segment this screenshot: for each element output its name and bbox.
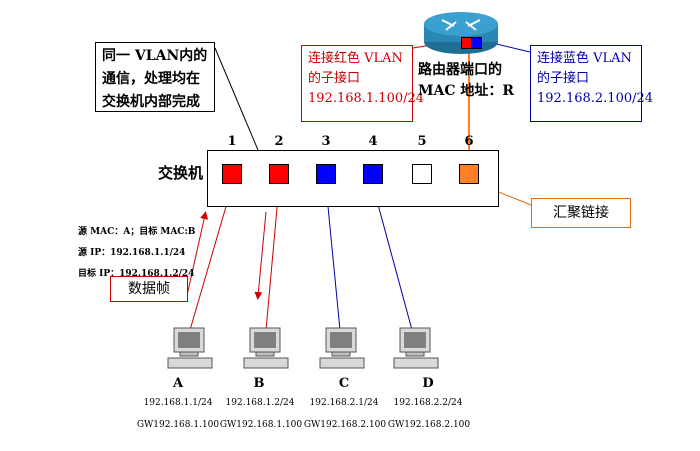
switch-port-3 — [316, 164, 336, 184]
port-number-4: 4 — [368, 134, 378, 149]
pc-name-b: B — [253, 376, 265, 391]
switch-port-6 — [459, 164, 479, 184]
pc-gw-b: GW192.168.1.100 — [219, 420, 303, 430]
link-pc-b — [265, 185, 280, 331]
blue-subinterface-box: 连接蓝色 VLAN 的子接口 192.168.2.100/24 — [530, 45, 654, 122]
frame-src-ip-line: 源 IP：192.168.1.1/24 — [78, 248, 186, 258]
router-blue-port — [471, 37, 482, 49]
computer-icon — [393, 327, 439, 369]
note-pointer-line — [214, 47, 259, 151]
switch-label: 交换机 — [158, 164, 204, 182]
computer-icon — [167, 327, 213, 369]
pc-ip-a: 192.168.1.1/24 — [143, 398, 213, 408]
port-number-2: 2 — [274, 134, 284, 149]
frame-dst-ip-line: 目标 IP：192.168.1.2/24 — [78, 269, 195, 279]
port-number-1: 1 — [227, 134, 237, 149]
pc-name-d: D — [422, 376, 434, 391]
frame-arrow-down — [254, 211, 267, 300]
red-box-line-1: 连接红色 VLAN — [308, 51, 403, 66]
data-frame-label: 数据帧 — [110, 276, 188, 302]
switch-port-1 — [222, 164, 242, 184]
pc-name-c: C — [338, 376, 350, 391]
note-line-2: 通信，处理均在 — [102, 71, 200, 87]
frame-info: 源 MAC：A；目标 MAC:B 源 IP：192.168.1.1/24 目标 … — [78, 222, 195, 285]
red-subinterface-box: 连接红色 VLAN 的子接口 192.168.1.100/24 — [301, 45, 425, 122]
switch-port-4 — [363, 164, 383, 184]
router-label-line-1: 路由器端口的 — [418, 62, 502, 78]
note-line-1: 同一 VLAN内的 — [102, 48, 208, 64]
pc-gw-c: GW192.168.2.100 — [303, 420, 387, 430]
pc-ip-d: 192.168.2.2/24 — [393, 398, 463, 408]
pc-ip-c: 192.168.2.1/24 — [309, 398, 379, 408]
pc-ip-b: 192.168.1.2/24 — [225, 398, 295, 408]
port-number-3: 3 — [321, 134, 331, 149]
switch-port-2 — [269, 164, 289, 184]
blue-box-line-3: 192.168.2.100/24 — [537, 91, 654, 106]
vlan-note-box: 同一 VLAN内的 通信，处理均在 交换机内部完成 — [95, 42, 215, 112]
frame-mac-line: 源 MAC：A；目标 MAC:B — [78, 227, 196, 237]
computer-icon — [243, 327, 289, 369]
link-pc-d — [372, 185, 413, 331]
note-line-3: 交换机内部完成 — [102, 94, 200, 110]
pc-gw-a: GW192.168.1.100 — [136, 420, 220, 430]
link-pc-c — [325, 185, 341, 331]
trunk-link-label: 汇聚链接 — [531, 198, 631, 228]
router-label-line-2: MAC 地址：R — [418, 83, 515, 99]
port-number-6: 6 — [464, 134, 474, 149]
switch-body — [207, 150, 499, 207]
switch-port-5 — [412, 164, 432, 184]
frame-arrow-up — [185, 211, 209, 301]
computer-icon — [319, 327, 365, 369]
pc-gw-d: GW192.168.2.100 — [387, 420, 471, 430]
port-number-5: 5 — [417, 134, 427, 149]
pc-name-a: A — [172, 376, 184, 391]
router-mac-label: 路由器端口的 MAC 地址：R — [418, 60, 514, 102]
red-box-line-3: 192.168.1.100/24 — [308, 91, 425, 106]
link-pc-a — [189, 185, 233, 331]
red-box-line-2: 的子接口 — [308, 71, 361, 86]
blue-box-line-1: 连接蓝色 VLAN — [537, 51, 632, 66]
blue-box-line-2: 的子接口 — [537, 71, 590, 86]
